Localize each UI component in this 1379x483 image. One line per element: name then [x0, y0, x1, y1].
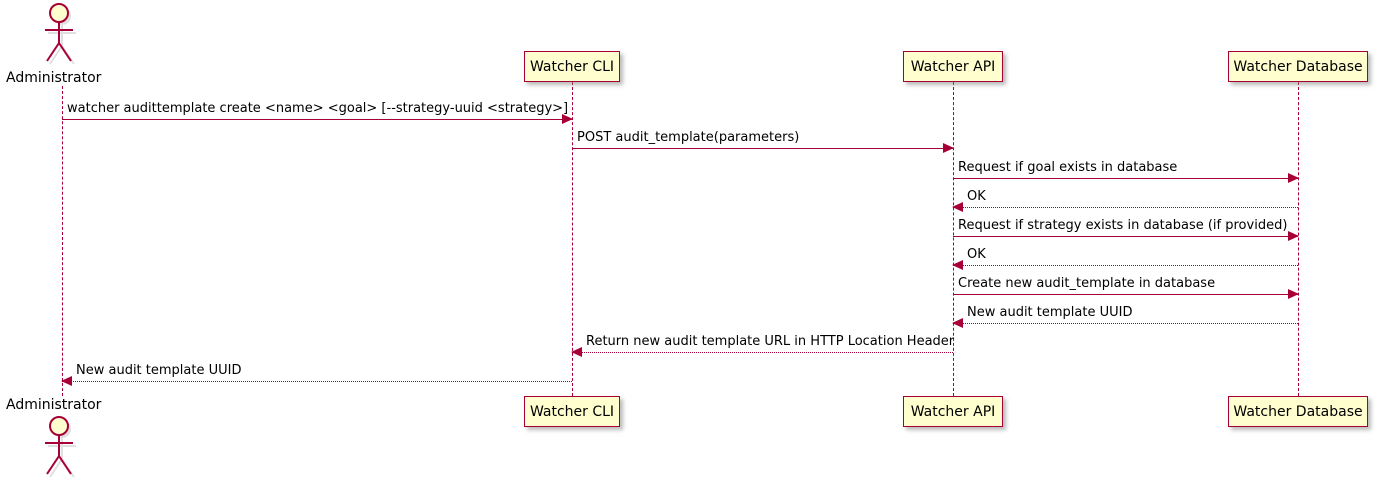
message-label-7: Create new audit_template in database [958, 276, 1216, 291]
arrowhead-right-icon-1 [562, 114, 573, 124]
message-line-6 [953, 265, 1298, 266]
message-label-10: New audit template UUID [76, 363, 242, 378]
message-label-8: New audit template UUID [967, 305, 1133, 320]
message-line-2 [572, 148, 953, 149]
message-line-1 [62, 119, 572, 120]
message-label-3: Request if goal exists in database [958, 160, 1178, 175]
message-label-6: OK [967, 247, 986, 262]
participant-box-watcher-api-bottom[interactable]: Watcher API [903, 396, 1003, 427]
message-label-1: watcher audittemplate create <name> <goa… [67, 101, 569, 116]
message-label-2: POST audit_template(parameters) [577, 130, 800, 145]
arrowhead-left-icon-4 [952, 202, 963, 212]
actor-label-administrator-bottom: Administrator [6, 397, 102, 413]
arrowhead-left-icon-9 [571, 347, 582, 357]
actor-administrator-bottom [45, 416, 76, 478]
lifeline-watcher-api [953, 82, 954, 396]
message-label-4: OK [967, 189, 986, 204]
actor-label-administrator-top: Administrator [6, 70, 102, 86]
arrowhead-left-icon-10 [61, 376, 72, 386]
message-label-9: Return new audit template URL in HTTP Lo… [586, 334, 955, 349]
arrowhead-left-icon-8 [952, 318, 963, 328]
message-line-10 [62, 381, 572, 382]
message-label-5: Request if strategy exists in database (… [958, 218, 1288, 233]
participant-box-watcher-cli-bottom[interactable]: Watcher CLI [524, 396, 620, 427]
participant-box-watcher-api-top[interactable]: Watcher API [903, 51, 1003, 82]
arrowhead-right-icon-7 [1288, 289, 1299, 299]
message-line-7 [953, 294, 1298, 295]
message-line-5 [953, 236, 1298, 237]
lifeline-administrator [62, 86, 63, 396]
lifeline-watcher-cli [572, 82, 573, 396]
arrowhead-right-icon-5 [1288, 231, 1299, 241]
message-line-9 [572, 352, 953, 353]
arrowhead-left-icon-6 [952, 260, 963, 270]
arrowhead-right-icon-2 [943, 143, 954, 153]
message-line-8 [953, 323, 1298, 324]
participant-box-watcher-cli-top[interactable]: Watcher CLI [524, 51, 620, 82]
message-line-4 [953, 207, 1298, 208]
arrowhead-right-icon-3 [1288, 173, 1299, 183]
participant-box-watcher-database-top[interactable]: Watcher Database [1228, 51, 1368, 82]
message-line-3 [953, 178, 1298, 179]
participant-box-watcher-database-bottom[interactable]: Watcher Database [1228, 396, 1368, 427]
actor-administrator-top [45, 3, 76, 65]
